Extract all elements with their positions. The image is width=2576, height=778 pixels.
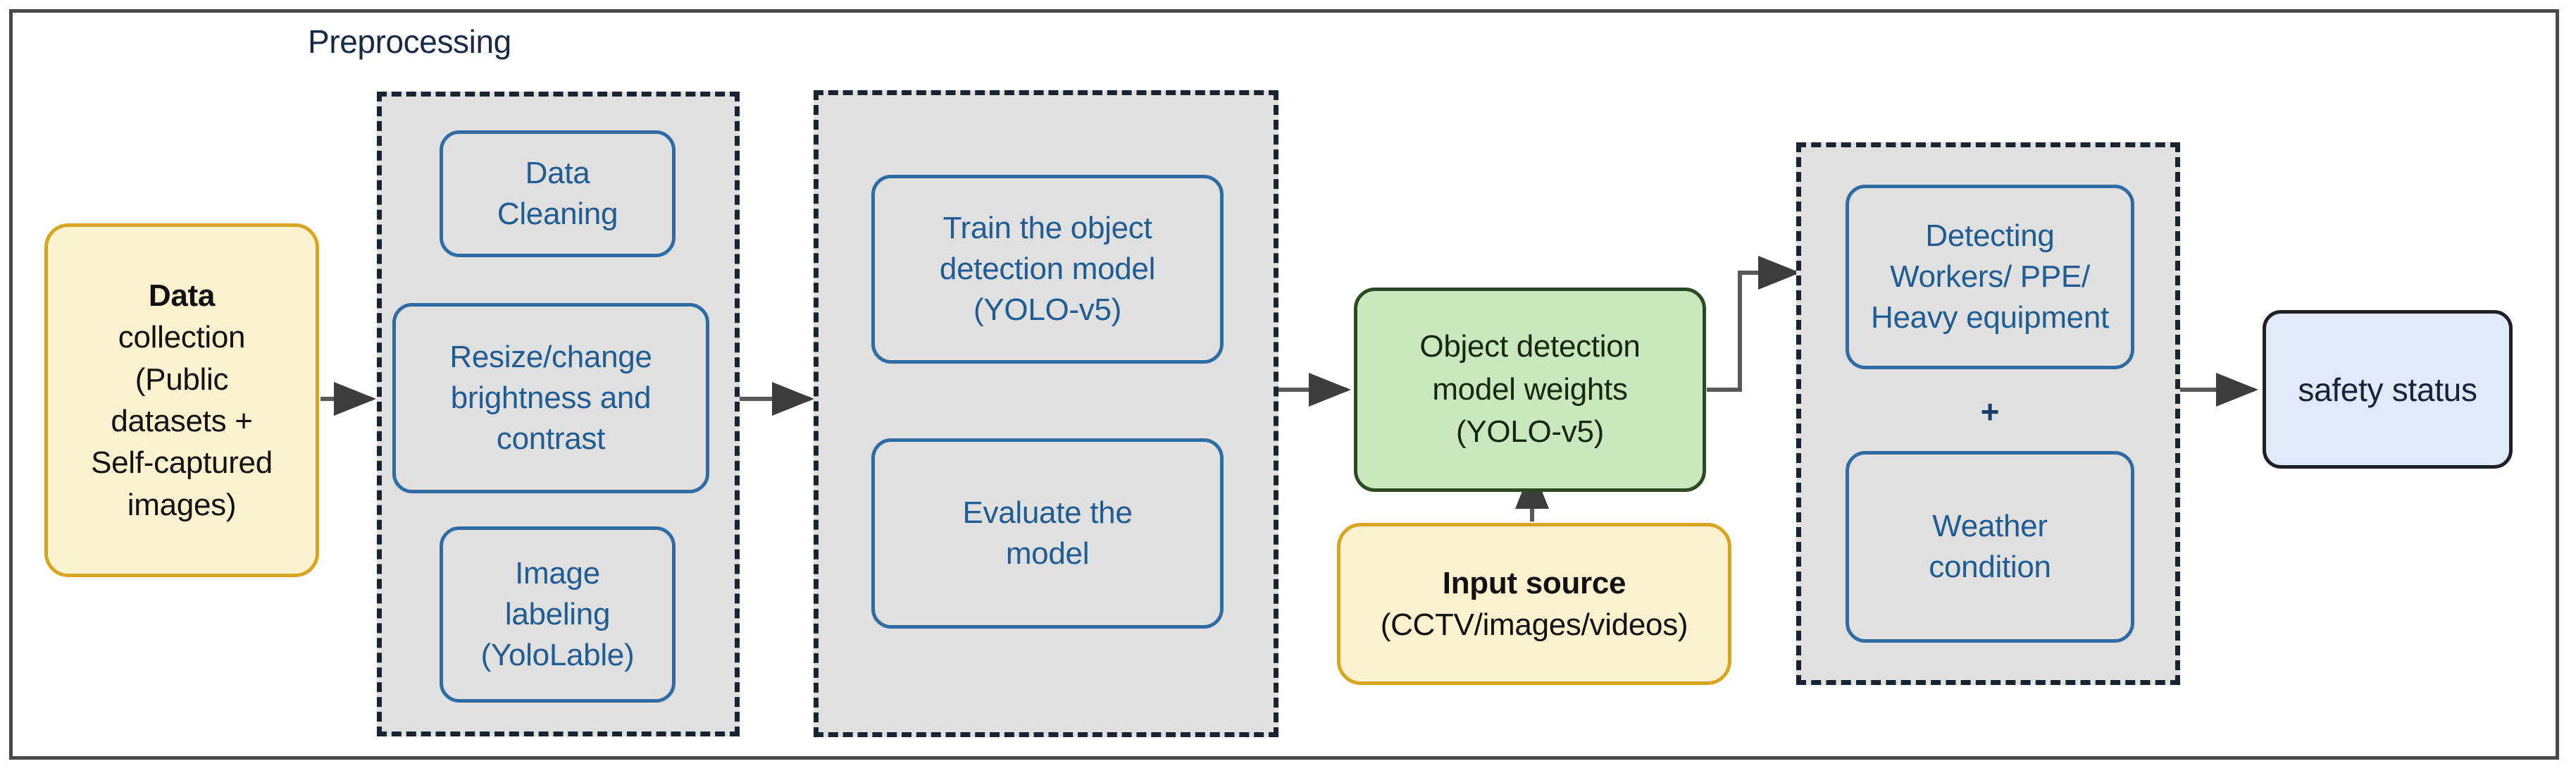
node-data-collection[interactable]: Data collection (Public datasets + Self-… [44,223,319,577]
image-labeling-line3: (YoloLable) [480,638,635,673]
node-train-object-detection[interactable]: Train the object detection model (YOLO-v… [871,175,1224,364]
data-cleaning-line2: Cleaning [497,197,618,231]
node-weather-condition[interactable]: Weather condition [1846,451,2134,643]
detecting-line1: Detecting [1925,218,2055,253]
data-collection-line2: collection [118,320,246,355]
detecting-line2: Workers/ PPE/ [1890,259,2090,294]
safety-status-label: safety status [2298,371,2477,408]
node-data-cleaning[interactable]: Data Cleaning [440,130,676,257]
data-collection-line5: Self-captured [91,445,273,481]
node-evaluate-model[interactable]: Evaluate the model [871,438,1224,629]
node-resize-brightness-contrast[interactable]: Resize/change brightness and contrast [392,303,709,493]
resize-line1: Resize/change [449,339,652,374]
weather-line2: condition [1929,550,2051,584]
data-collection-line1: Data [148,278,216,313]
train-line3: (YOLO-v5) [973,292,1121,328]
train-line1: Train the object [942,210,1152,245]
resize-line2: brightness and [450,380,652,415]
node-safety-status[interactable]: safety status [2263,310,2513,469]
node-detecting-workers-ppe-equipment[interactable]: Detecting Workers/ PPE/ Heavy equipment [1846,185,2134,369]
weights-line1: Object detection [1419,328,1641,364]
node-input-source[interactable]: Input source (CCTV/images/videos) [1337,523,1731,685]
weights-line3: (YOLO-v5) [1455,414,1604,450]
data-collection-line4: datasets + [111,404,253,438]
image-labeling-line1: Image [515,555,600,591]
data-collection-line3: (Public [135,362,229,397]
weights-line2: model weights [1432,371,1628,407]
resize-line3: contrast [496,421,606,457]
weather-line1: Weather [1932,508,2048,543]
image-labeling-line2: labeling [504,596,611,631]
data-collection-line6: images) [127,487,237,522]
evaluate-line2: model [1005,536,1090,571]
plus-combiner: + [1980,393,2000,430]
node-model-weights[interactable]: Object detection model weights (YOLO-v5) [1354,288,1706,492]
evaluate-line1: Evaluate the [962,495,1133,530]
detecting-line3: Heavy equipment [1871,300,2109,335]
node-image-labeling[interactable]: Image labeling (YoloLable) [440,526,676,703]
input-source-line1: Input source [1442,565,1626,600]
input-source-line2: (CCTV/images/videos) [1380,607,1688,642]
data-cleaning-line1: Data [525,155,590,190]
preprocessing-group-label: Preprocessing [308,23,511,60]
train-line2: detection model [939,251,1156,286]
